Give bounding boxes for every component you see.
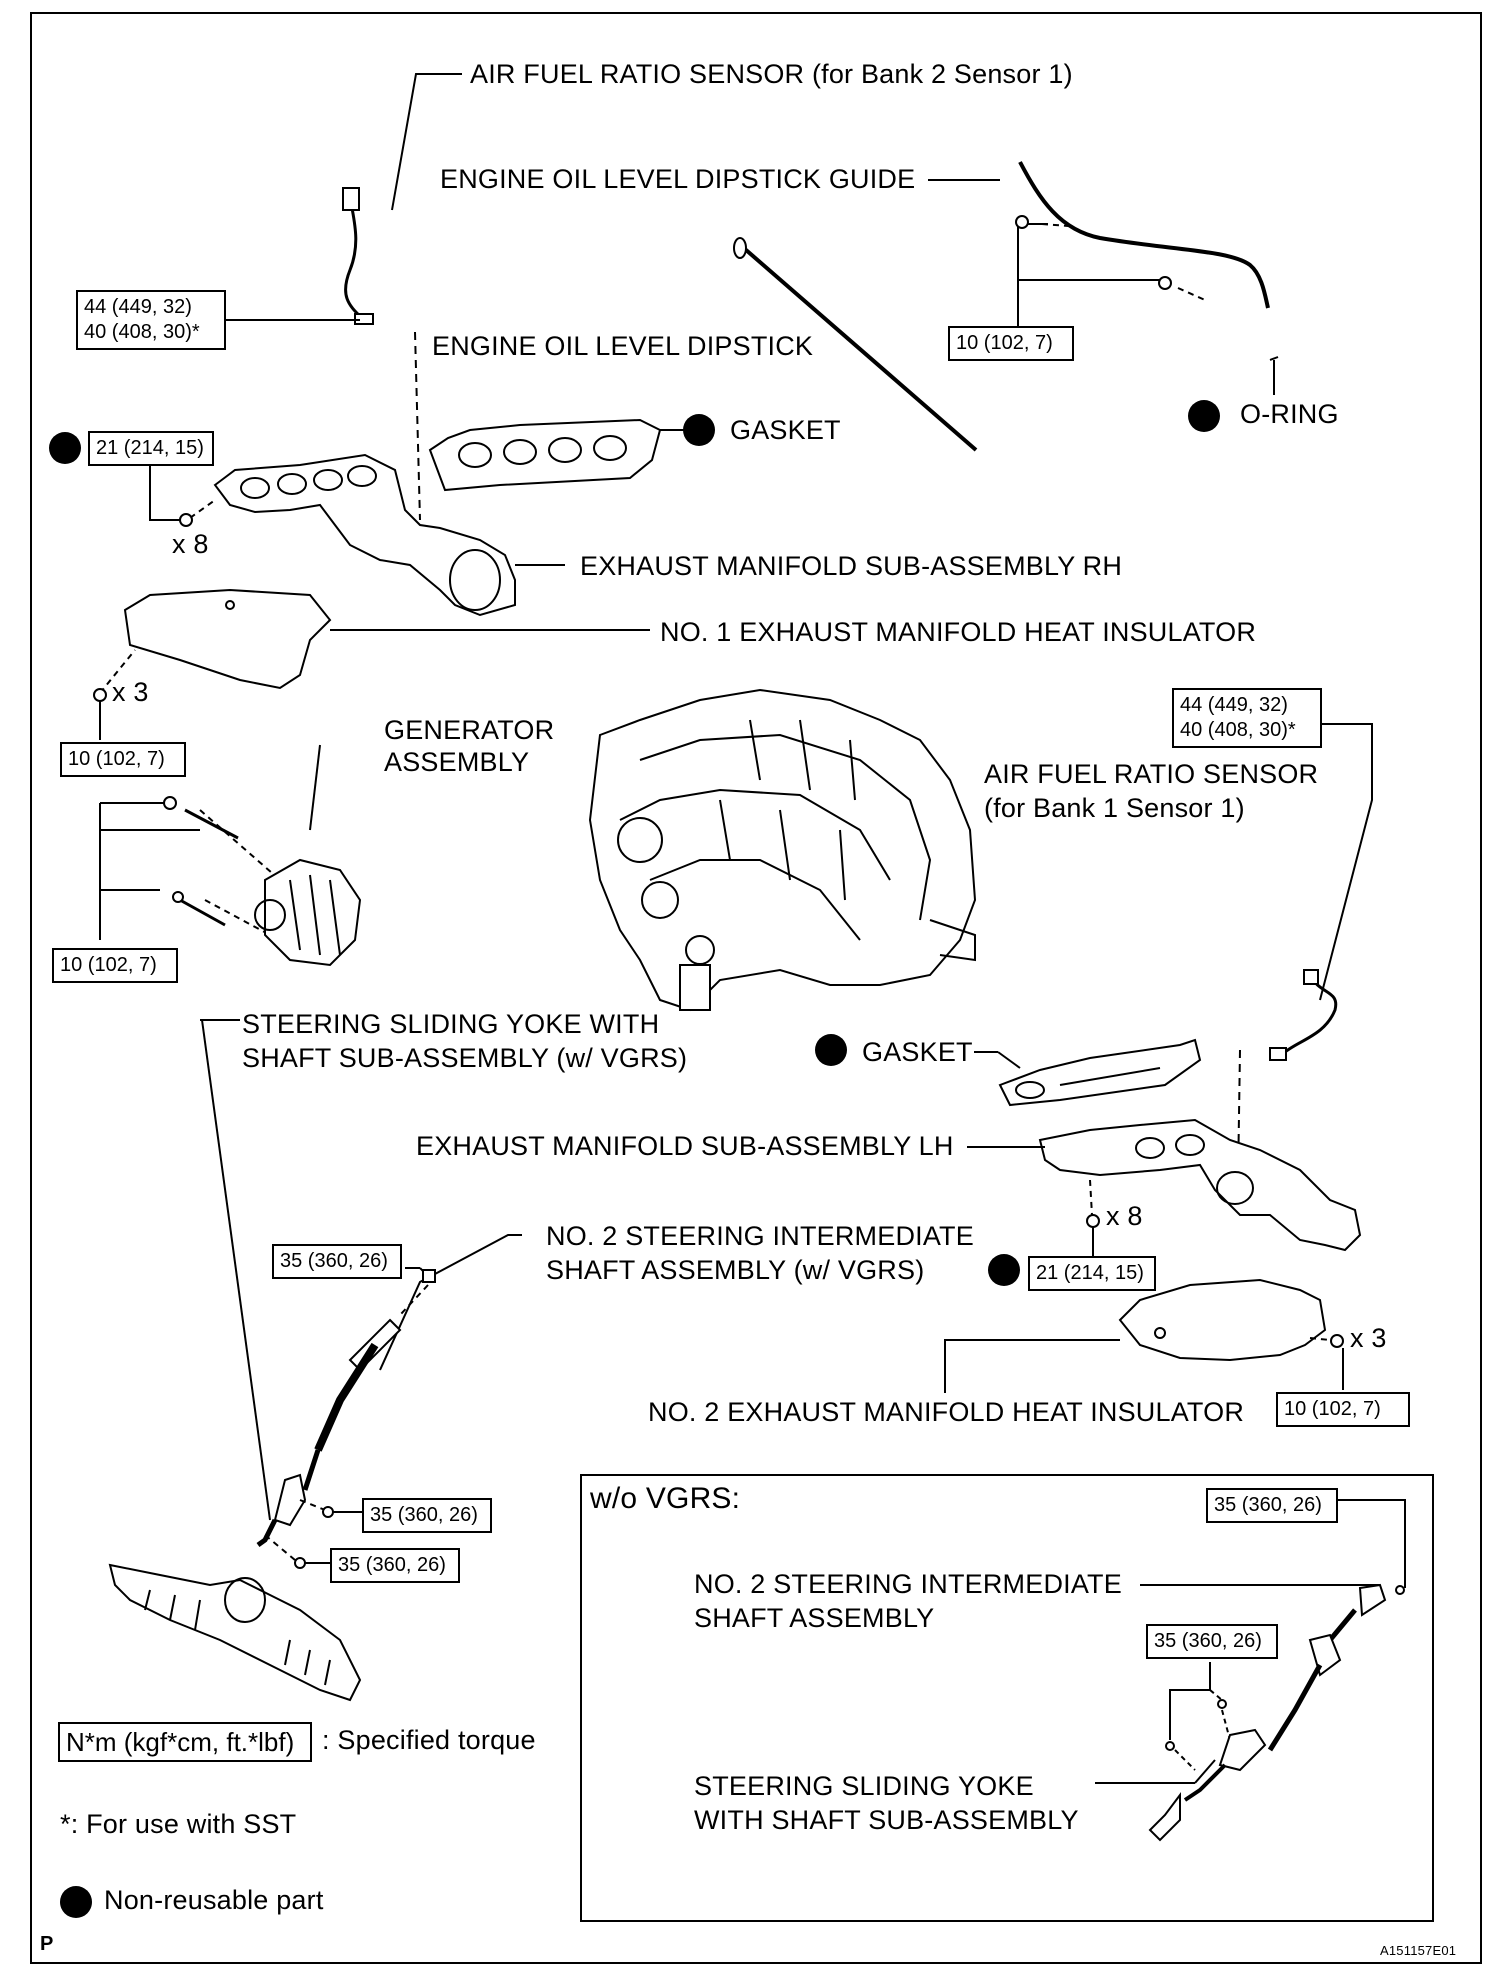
legend-nonreusable-text: Non-reusable part [104, 1885, 324, 1915]
gasket-rh [428, 418, 662, 492]
diagram-frame [30, 12, 1482, 1964]
inset-torque-top: 35 (360, 26) [1206, 1488, 1338, 1523]
inset-label-yoke-2: WITH SHAFT SUB-ASSEMBLY [694, 1805, 1079, 1835]
label-yoke-2: SHAFT SUB-ASSEMBLY (w/ VGRS) [242, 1043, 688, 1073]
torque-dipstick-guide: 10 (102, 7) [948, 326, 1074, 361]
label-generator-1: GENERATOR [384, 715, 555, 745]
dipstick [736, 241, 978, 452]
steering-rack [108, 1563, 362, 1702]
heat-insulator-1 [123, 588, 332, 690]
label-afr-bank1-1: AIR FUEL RATIO SENSOR [984, 759, 1319, 789]
inset-torque-mid: 35 (360, 26) [1146, 1624, 1278, 1659]
label-intermediate-2: SHAFT ASSEMBLY (w/ VGRS) [546, 1255, 925, 1285]
inset-label-yoke-1: STEERING SLIDING YOKE [694, 1771, 1034, 1801]
dipstick-guide [1018, 161, 1270, 309]
inset-without-vgrs [580, 1474, 1434, 1922]
nonreusable-dot-exh-rh [49, 432, 81, 464]
exhaust-manifold-rh [213, 453, 516, 617]
inset-label-intermediate-1: NO. 2 STEERING INTERMEDIATE [694, 1569, 1122, 1599]
label-afr-bank2: AIR FUEL RATIO SENSOR (for Bank 2 Sensor… [470, 59, 1073, 89]
nonreusable-dot-gasket-rh [683, 414, 715, 446]
label-gasket-rh: GASKET [730, 415, 841, 445]
count-x8-rh: x 8 [172, 529, 209, 559]
torque-yoke-a: 35 (360, 26) [362, 1498, 492, 1533]
dash-afr2 [414, 331, 421, 521]
legend-torque-box: N*m (kgf*cm, ft.*lbf) [58, 1722, 312, 1762]
label-insulator-2: NO. 2 EXHAUST MANIFOLD HEAT INSULATOR [648, 1397, 1245, 1427]
afr-bank1-sensor [1284, 974, 1338, 1054]
nonreusable-dot-gasket-lh [815, 1034, 847, 1066]
leader-afr-bank2 [391, 73, 462, 211]
footer-code: A151157E01 [1380, 1943, 1457, 1958]
torque-exh-lh: 21 (214, 15) [1028, 1256, 1156, 1291]
label-afr-bank1-2: (for Bank 1 Sensor 1) [984, 793, 1245, 823]
label-dipstick: ENGINE OIL LEVEL DIPSTICK [432, 331, 814, 361]
torque-intermediate-top: 35 (360, 26) [272, 1244, 402, 1279]
label-oring: O-RING [1240, 399, 1339, 429]
heat-insulator-2 [1118, 1278, 1327, 1362]
torque-exh-rh: 21 (214, 15) [88, 431, 214, 466]
label-exhaust-lh: EXHAUST MANIFOLD SUB-ASSEMBLY LH [416, 1131, 954, 1161]
footer-left: P [40, 1933, 54, 1955]
label-exhaust-rh: EXHAUST MANIFOLD SUB-ASSEMBLY RH [580, 551, 1123, 581]
label-insulator-1: NO. 1 EXHAUST MANIFOLD HEAT INSULATOR [660, 617, 1257, 647]
nonreusable-dot-exh-lh [988, 1254, 1020, 1286]
inset-label-intermediate-2: SHAFT ASSEMBLY [694, 1603, 935, 1633]
torque-afr-bank2-b: 40 (408, 30)* [84, 321, 200, 343]
torque-insulator-2: 10 (102, 7) [1276, 1392, 1410, 1427]
legend-sst-note: *: For use with SST [60, 1809, 297, 1839]
label-intermediate-1: NO. 2 STEERING INTERMEDIATE [546, 1221, 974, 1251]
legend-nonreusable-dot [60, 1886, 92, 1918]
label-generator-2: ASSEMBLY [384, 747, 530, 777]
label-gasket-lh: GASKET [862, 1037, 973, 1067]
torque-afr-bank2-a: 44 (449, 32) [84, 296, 192, 318]
label-yoke-1: STEERING SLIDING YOKE WITH [242, 1009, 660, 1039]
gasket-lh [998, 1038, 1202, 1107]
torque-yoke-b: 35 (360, 26) [330, 1548, 460, 1583]
count-x3-lh: x 3 [1350, 1323, 1387, 1353]
legend-torque-desc: : Specified torque [322, 1725, 536, 1755]
torque-afr-bank1: 44 (449, 32) 40 (408, 30)* [1172, 688, 1322, 748]
torque-generator: 10 (102, 7) [52, 948, 178, 983]
count-x3-rh: x 3 [112, 677, 149, 707]
engine-block [588, 688, 977, 1012]
label-dipstick-guide: ENGINE OIL LEVEL DIPSTICK GUIDE [440, 164, 916, 194]
torque-afr-bank1-a: 44 (449, 32) [1180, 694, 1288, 716]
nonreusable-dot-oring [1188, 400, 1220, 432]
torque-afr-bank1-b: 40 (408, 30)* [1180, 719, 1296, 741]
afr-bank2-sensor [344, 194, 364, 320]
exhaust-manifold-lh [1038, 1118, 1362, 1252]
count-x8-lh: x 8 [1106, 1201, 1143, 1231]
torque-insulator-1: 10 (102, 7) [60, 742, 186, 777]
inset-title: w/o VGRS: [590, 1482, 741, 1515]
generator [264, 858, 362, 967]
torque-afr-bank2: 44 (449, 32) 40 (408, 30)* [76, 290, 226, 350]
